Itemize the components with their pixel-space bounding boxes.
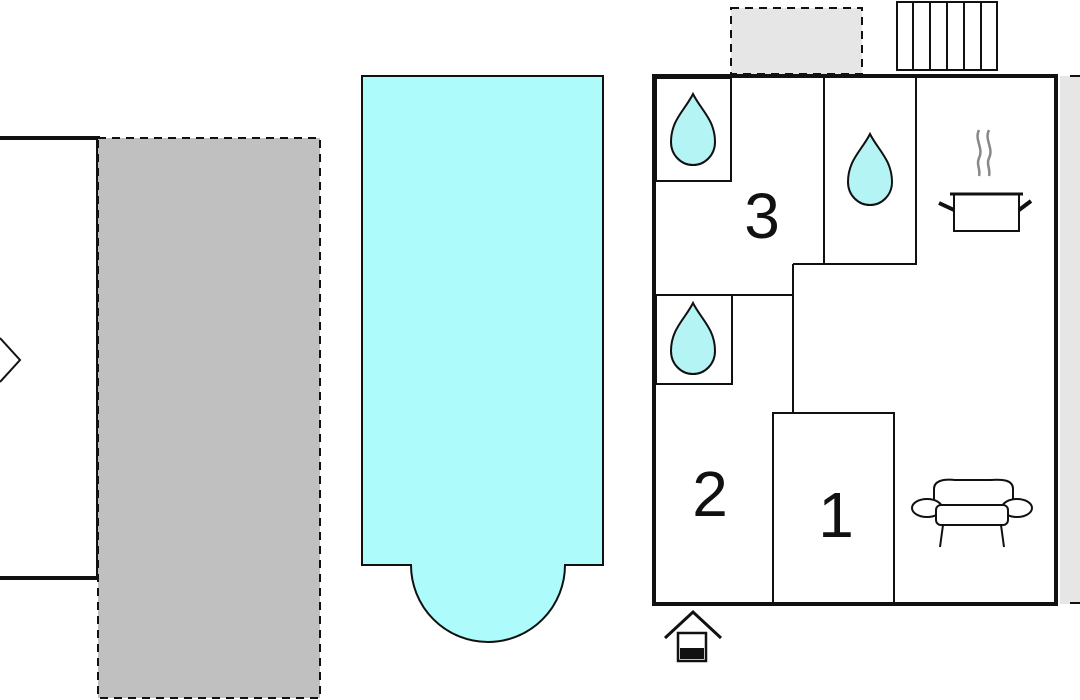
water-drop-icon — [669, 91, 717, 167]
room-number-3: 3 — [744, 180, 780, 252]
cooking-pot-icon — [938, 129, 1033, 232]
outdoor-area-top — [730, 7, 863, 75]
swimming-pool — [361, 75, 604, 643]
stairs-icon — [896, 1, 998, 71]
entrance-icon — [663, 609, 723, 663]
armchair-icon — [911, 478, 1033, 548]
house-walls — [652, 74, 1058, 606]
water-drop-icon — [846, 131, 894, 207]
water-drop-icon — [669, 300, 717, 376]
neighbor-building — [0, 136, 100, 580]
room-number-1: 1 — [818, 479, 854, 551]
room-number-2: 2 — [692, 458, 728, 530]
side-terrace — [1060, 75, 1080, 604]
paved-terrace — [97, 137, 321, 699]
